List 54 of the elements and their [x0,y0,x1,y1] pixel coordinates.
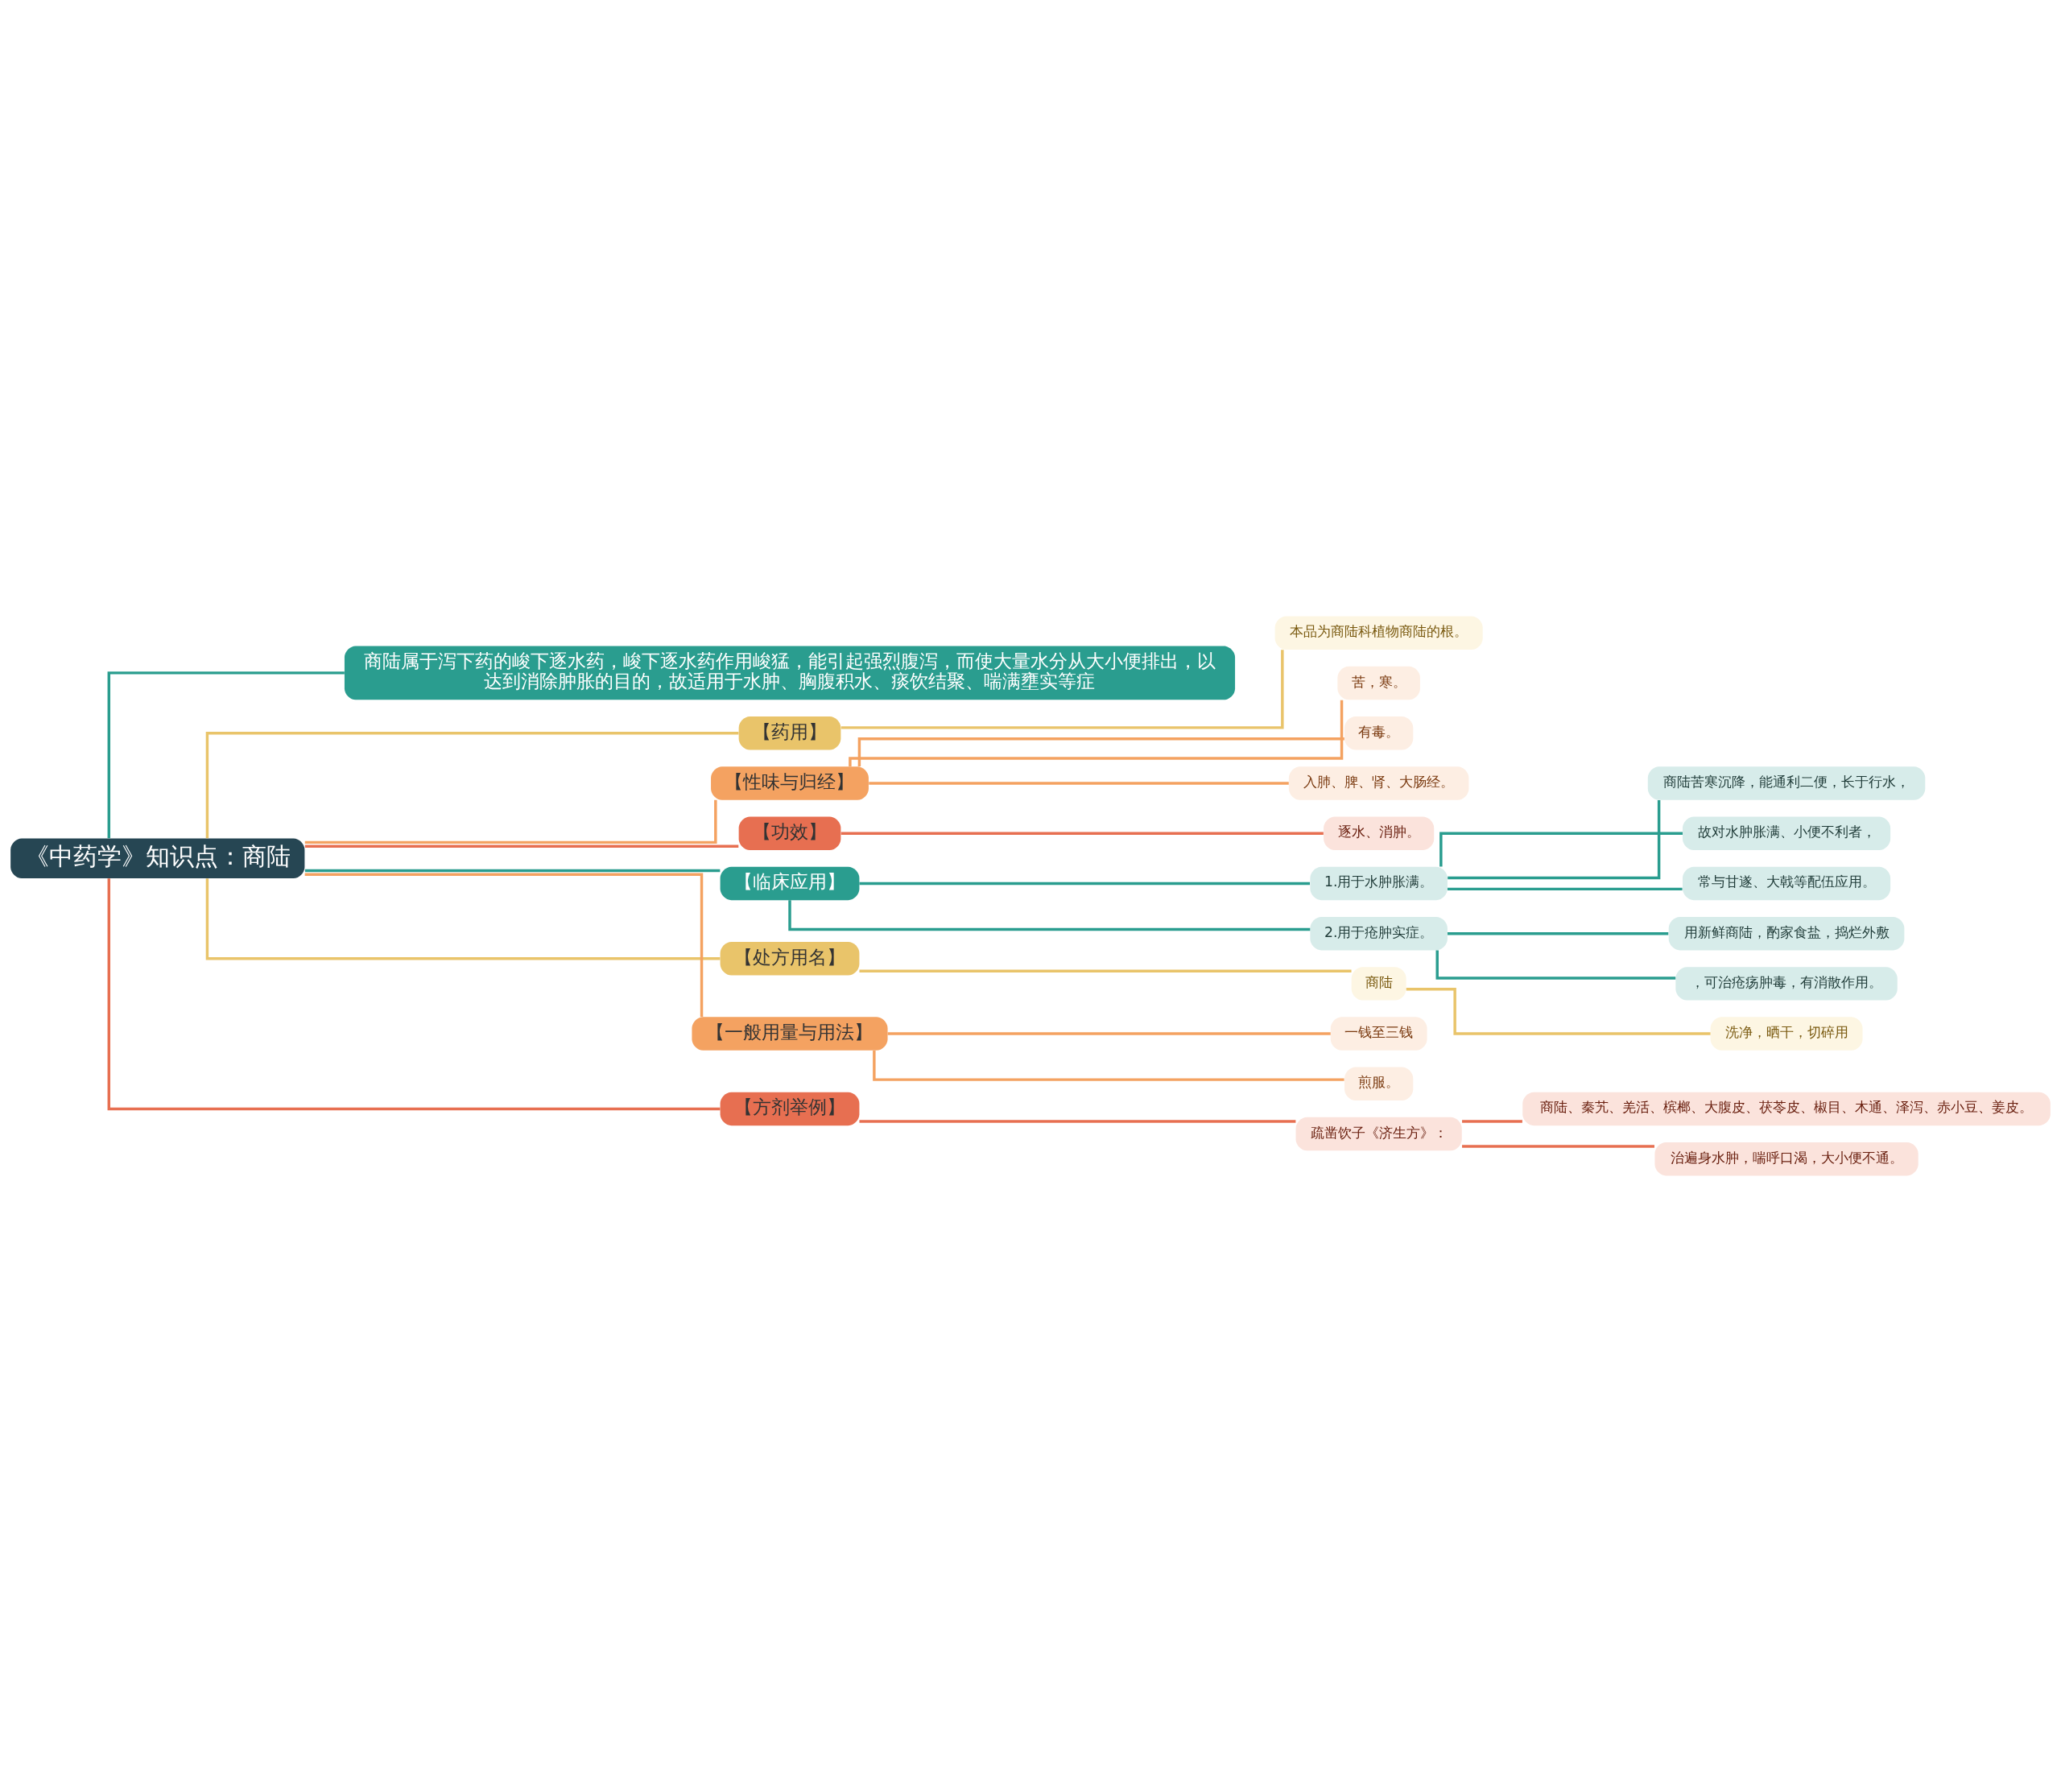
connector [1435,950,1676,980]
connector [1462,1120,1522,1123]
node-box: 《中药学》知识点：商陆 [10,838,305,879]
node-box: 疏凿饮子《济生方》： [1295,1117,1462,1151]
connector [205,878,721,960]
connector [849,700,1344,767]
node-box: 商陆苦寒沉降，能通利二便，长于行水， [1647,766,1926,800]
connector [304,869,721,873]
connector [1406,988,1711,1035]
connector [873,1051,1344,1081]
connector [205,732,739,839]
node-box: 商陆属于泻下药的峻下逐水药，峻下逐水药作用峻猛，能引起强烈腹泻，而使大量水分从大小便排出，以达到消除肿胀的目的，故适用于水肿、胸腹积水、痰饮结聚、喘满壅实等症 [344,646,1236,700]
node-box: 【一般用量与用法】 [692,1017,888,1051]
node-box: 常与甘遂、大戟等配伍应用。 [1683,866,1891,901]
node-box: 【功效】 [738,816,841,850]
node-box: 本品为商陆科植物商陆的根。 [1274,616,1483,650]
connector [859,1120,1296,1123]
node-box: 洗净，晒干，切碎用 [1710,1017,1863,1051]
node-box: 【处方用名】 [720,942,860,976]
connector [859,969,1352,973]
node-box: ，可治疮疡肿毒，有消散作用。 [1675,967,1898,1001]
node-box: 【药用】 [738,716,841,750]
node-box: 一钱至三钱 [1330,1017,1427,1051]
connector [304,799,717,844]
connector [1462,1145,1654,1148]
connector [107,878,721,1111]
node-box: 逐水、消肿。 [1324,816,1435,850]
node-box: 故对水肿胀满、小便不利者， [1683,816,1891,850]
node-box: 商陆、秦艽、羌活、槟榔、大腹皮、茯苓皮、椒目、木通、泽泻、赤小豆、姜皮。 [1522,1092,2051,1126]
connector [1448,800,1661,880]
connector [1439,832,1683,867]
node-box: 2.用于疮肿实症。 [1310,916,1448,951]
node-box: 【方剂举例】 [720,1092,860,1126]
node-box: 【性味与归经】 [711,766,869,800]
node-box: 1.用于水肿胀满。 [1310,866,1448,901]
connector [857,737,1344,767]
node-box: 治遍身水肿，喘呼口渴，大小便不通。 [1654,1142,1919,1176]
node-box: 入肺、脾、肾、大肠经。 [1288,766,1469,800]
connector [887,1032,1331,1035]
connector [841,650,1284,729]
node-box: 有毒。 [1344,716,1414,750]
node-box: 用新鲜商陆，酌家食盐，捣烂外敷 [1668,916,1905,951]
connector [1448,931,1669,935]
connector [304,844,739,848]
connector [1448,887,1683,891]
connector [841,832,1324,835]
connector [107,671,345,839]
connector [869,782,1289,785]
node-box: 【临床应用】 [720,866,860,901]
node-box: 煎服。 [1344,1067,1414,1101]
connector [859,882,1310,886]
node-box: 苦，寒。 [1337,666,1420,700]
node-box: 商陆 [1351,967,1406,1001]
connector [304,873,704,1018]
